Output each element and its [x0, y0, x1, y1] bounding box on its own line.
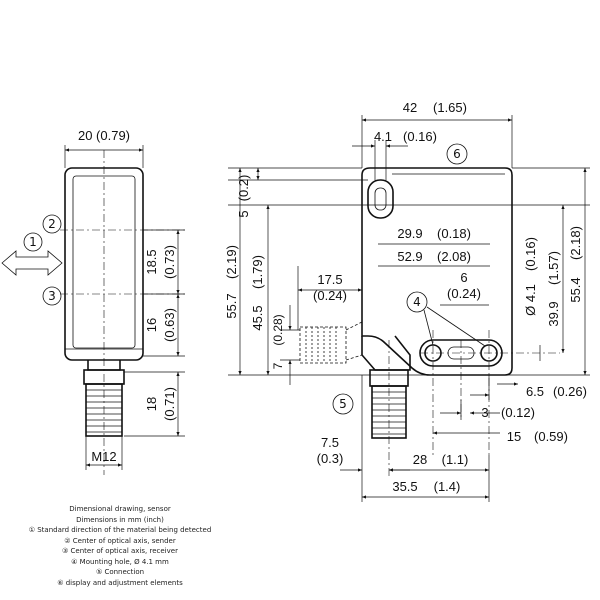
legend-line-6: ④ Mounting hole, Ø 4.1 mm [71, 557, 169, 566]
dim-3: 3 [481, 405, 488, 420]
dim-7-5-in: (0.3) [317, 451, 344, 466]
dim-45-5-in: (1.79) [250, 255, 265, 289]
dim-28: 28 [413, 452, 427, 467]
dim-7-in: (0.28) [271, 314, 285, 345]
alt-connector-dashed [299, 321, 363, 364]
dim-29-9: 29.9 [397, 226, 422, 241]
dim-39-9: 39.9 [546, 301, 561, 326]
dim-5-in: (0.2) [236, 175, 251, 202]
dim-55-7-in: (2.19) [224, 245, 239, 279]
dim-height-lower: 16 [144, 318, 159, 332]
legend-line-3: ① Standard direction of the material bei… [28, 526, 212, 534]
material-direction-arrow [1, 250, 63, 276]
callout-6: 6 [453, 147, 461, 161]
legend-line-4: ② Center of optical axis, sender [64, 536, 176, 545]
dim-7: 7 [271, 362, 285, 369]
dim-width-front: 20 (0.79) [78, 128, 130, 143]
dim-depth-total: 42 [403, 100, 417, 115]
dim-15-in: (0.59) [534, 429, 568, 444]
dim-29-9-in: (0.18) [437, 226, 471, 241]
dim-28-in: (1.1) [442, 452, 469, 467]
dim-55-4-in: (2.18) [568, 226, 583, 260]
side-housing [361, 167, 513, 376]
legend-line-5: ③ Center of optical axis, receiver [62, 547, 178, 555]
legend-line-7: ⑤ Connection [95, 568, 145, 576]
dim-hole-dia-in: (0.16) [523, 237, 538, 271]
dim-35-5-in: (1.4) [434, 479, 461, 494]
dim-17-5: 17.5 [317, 272, 342, 287]
dim-height-upper-in: (0.73) [162, 245, 177, 279]
dim-15: 15 [507, 429, 521, 444]
dim-3-in: (0.12) [501, 405, 535, 420]
callout-3: 3 [48, 289, 56, 303]
dim-4-1-in: (0.16) [403, 129, 437, 144]
legend: Dimensional drawing, sensor Dimensions i… [0, 504, 240, 588]
legend-line-2: Dimensions in mm (inch) [76, 515, 164, 524]
dim-connector-len-in: (0.71) [162, 387, 177, 421]
dim-55-4: 55.4 [568, 277, 583, 302]
front-view: 20 (0.79) 18.5 (0.73) 16 (0.63) 18 (0.71… [1, 128, 185, 475]
dim-6-5-in: (0.26) [553, 384, 587, 399]
dim-7-5: 7.5 [321, 435, 339, 450]
dim-52-9-in: (2.08) [437, 249, 471, 264]
dim-depth-total-in: (1.65) [433, 100, 467, 115]
dim-55-7: 55.7 [224, 293, 239, 318]
dim-6: 6 [460, 270, 467, 285]
callout-5: 5 [339, 397, 347, 411]
dim-52-9: 52.9 [397, 249, 422, 264]
dim-6-5: 6.5 [526, 384, 544, 399]
front-connector-thread [85, 383, 123, 437]
callout-1: 1 [29, 235, 37, 249]
dim-connector-len: 18 [144, 397, 159, 411]
legend-line-8: ⑥ display and adjustment elements [57, 578, 183, 587]
dim-6-in: (0.24) [447, 286, 481, 301]
top-slot [367, 179, 394, 219]
callout-2: 2 [48, 217, 56, 231]
dim-45-5: 45.5 [250, 305, 265, 330]
dim-height-upper: 18.5 [144, 249, 159, 274]
dim-thread: M12 [91, 449, 116, 464]
dim-17-5-in: (0.24) [313, 288, 347, 303]
dim-4-1: 4.1 [374, 129, 392, 144]
dim-35-5: 35.5 [392, 479, 417, 494]
legend-line-1: Dimensional drawing, sensor [69, 505, 171, 513]
dim-height-lower-in: (0.63) [162, 308, 177, 342]
side-view: 42 (1.65) 4.1 (0.16) (0.2) 5 55.7 (2.19)… [224, 100, 590, 502]
dim-hole-dia: Ø 4.1 [523, 284, 538, 316]
callout-4: 4 [413, 295, 421, 309]
dim-5: 5 [236, 210, 251, 217]
dim-39-9-in: (1.57) [546, 251, 561, 285]
